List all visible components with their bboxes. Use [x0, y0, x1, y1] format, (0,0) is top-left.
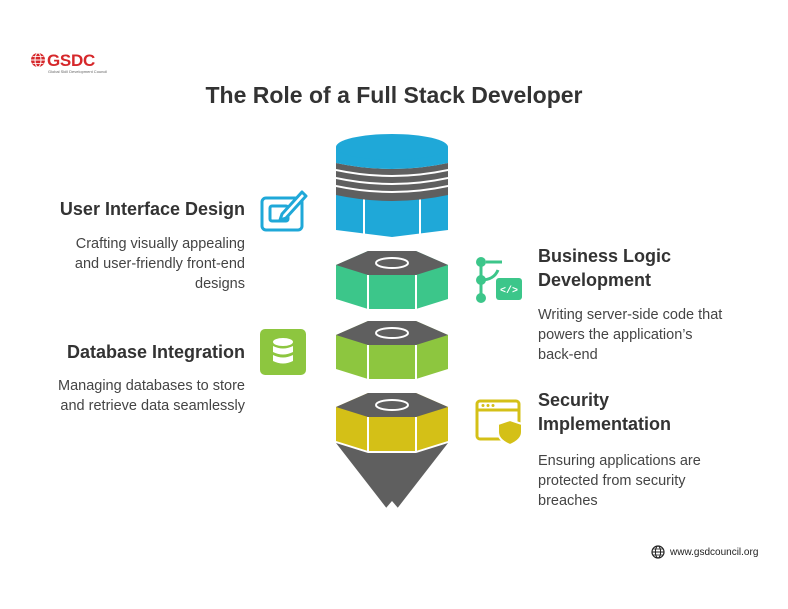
- globe-logo-icon: [31, 52, 45, 68]
- security-window-icon: [475, 399, 523, 446]
- security-title: Security Implementation: [538, 388, 758, 436]
- security-layer-nut: [336, 393, 448, 515]
- business-logic-layer-nut: [336, 251, 448, 309]
- business-logic-title-line: Development: [538, 270, 652, 290]
- stack-diagram: [336, 134, 448, 515]
- security-desc: Ensuring applications are protected from…: [538, 451, 768, 511]
- security-desc-line: protected from security: [538, 473, 686, 489]
- globe-icon: [651, 545, 665, 559]
- database-icon: [260, 329, 306, 375]
- footer-url[interactable]: www.gsdcouncil.org: [670, 546, 759, 558]
- database-layer-nut: [336, 321, 448, 379]
- ui-design-desc-line: Crafting visually appealing: [75, 236, 245, 252]
- business-logic-title-line: Business Logic: [538, 246, 672, 266]
- ui-design-title: User Interface Design: [59, 199, 245, 219]
- gsdc-logo: GSDC Global Skill Development Council: [30, 50, 130, 74]
- security-title-line: Implementation: [538, 414, 672, 434]
- ui-design-desc: Crafting visually appealing and user-fri…: [30, 234, 245, 294]
- database-desc-line: Managing databases to store: [57, 378, 245, 394]
- logo-text: GSDC: [47, 51, 95, 70]
- ui-design-icon: [260, 190, 308, 232]
- business-logic-desc-line: Writing server-side code that: [538, 307, 723, 323]
- page-title: The Role of a Full Stack Developer: [205, 82, 583, 108]
- business-logic-title: Business Logic Development: [538, 244, 758, 292]
- business-logic-desc-line: back-end: [538, 347, 598, 363]
- svg-text:</>: </>: [500, 285, 518, 297]
- business-logic-desc: Writing server-side code that powers the…: [538, 305, 768, 365]
- security-desc-line: Ensuring applications are: [538, 453, 701, 469]
- database-desc-line: and retrieve data seamlessly: [60, 398, 245, 414]
- ui-design-desc-line: and user-friendly front-end: [74, 256, 245, 272]
- ui-design-desc-line: designs: [195, 276, 245, 292]
- security-desc-line: breaches: [538, 493, 598, 509]
- logo-subtitle: Global Skill Development Council: [48, 69, 108, 74]
- ui-layer-cylinder: [336, 134, 448, 237]
- database-title: Database Integration: [66, 342, 245, 362]
- footer: www.gsdcouncil.org: [651, 544, 758, 560]
- security-title-line: Security: [538, 390, 610, 410]
- database-desc: Managing databases to store and retrieve…: [30, 376, 245, 416]
- code-flow-icon: </>: [476, 257, 522, 303]
- business-logic-desc-line: powers the application’s: [538, 327, 693, 343]
